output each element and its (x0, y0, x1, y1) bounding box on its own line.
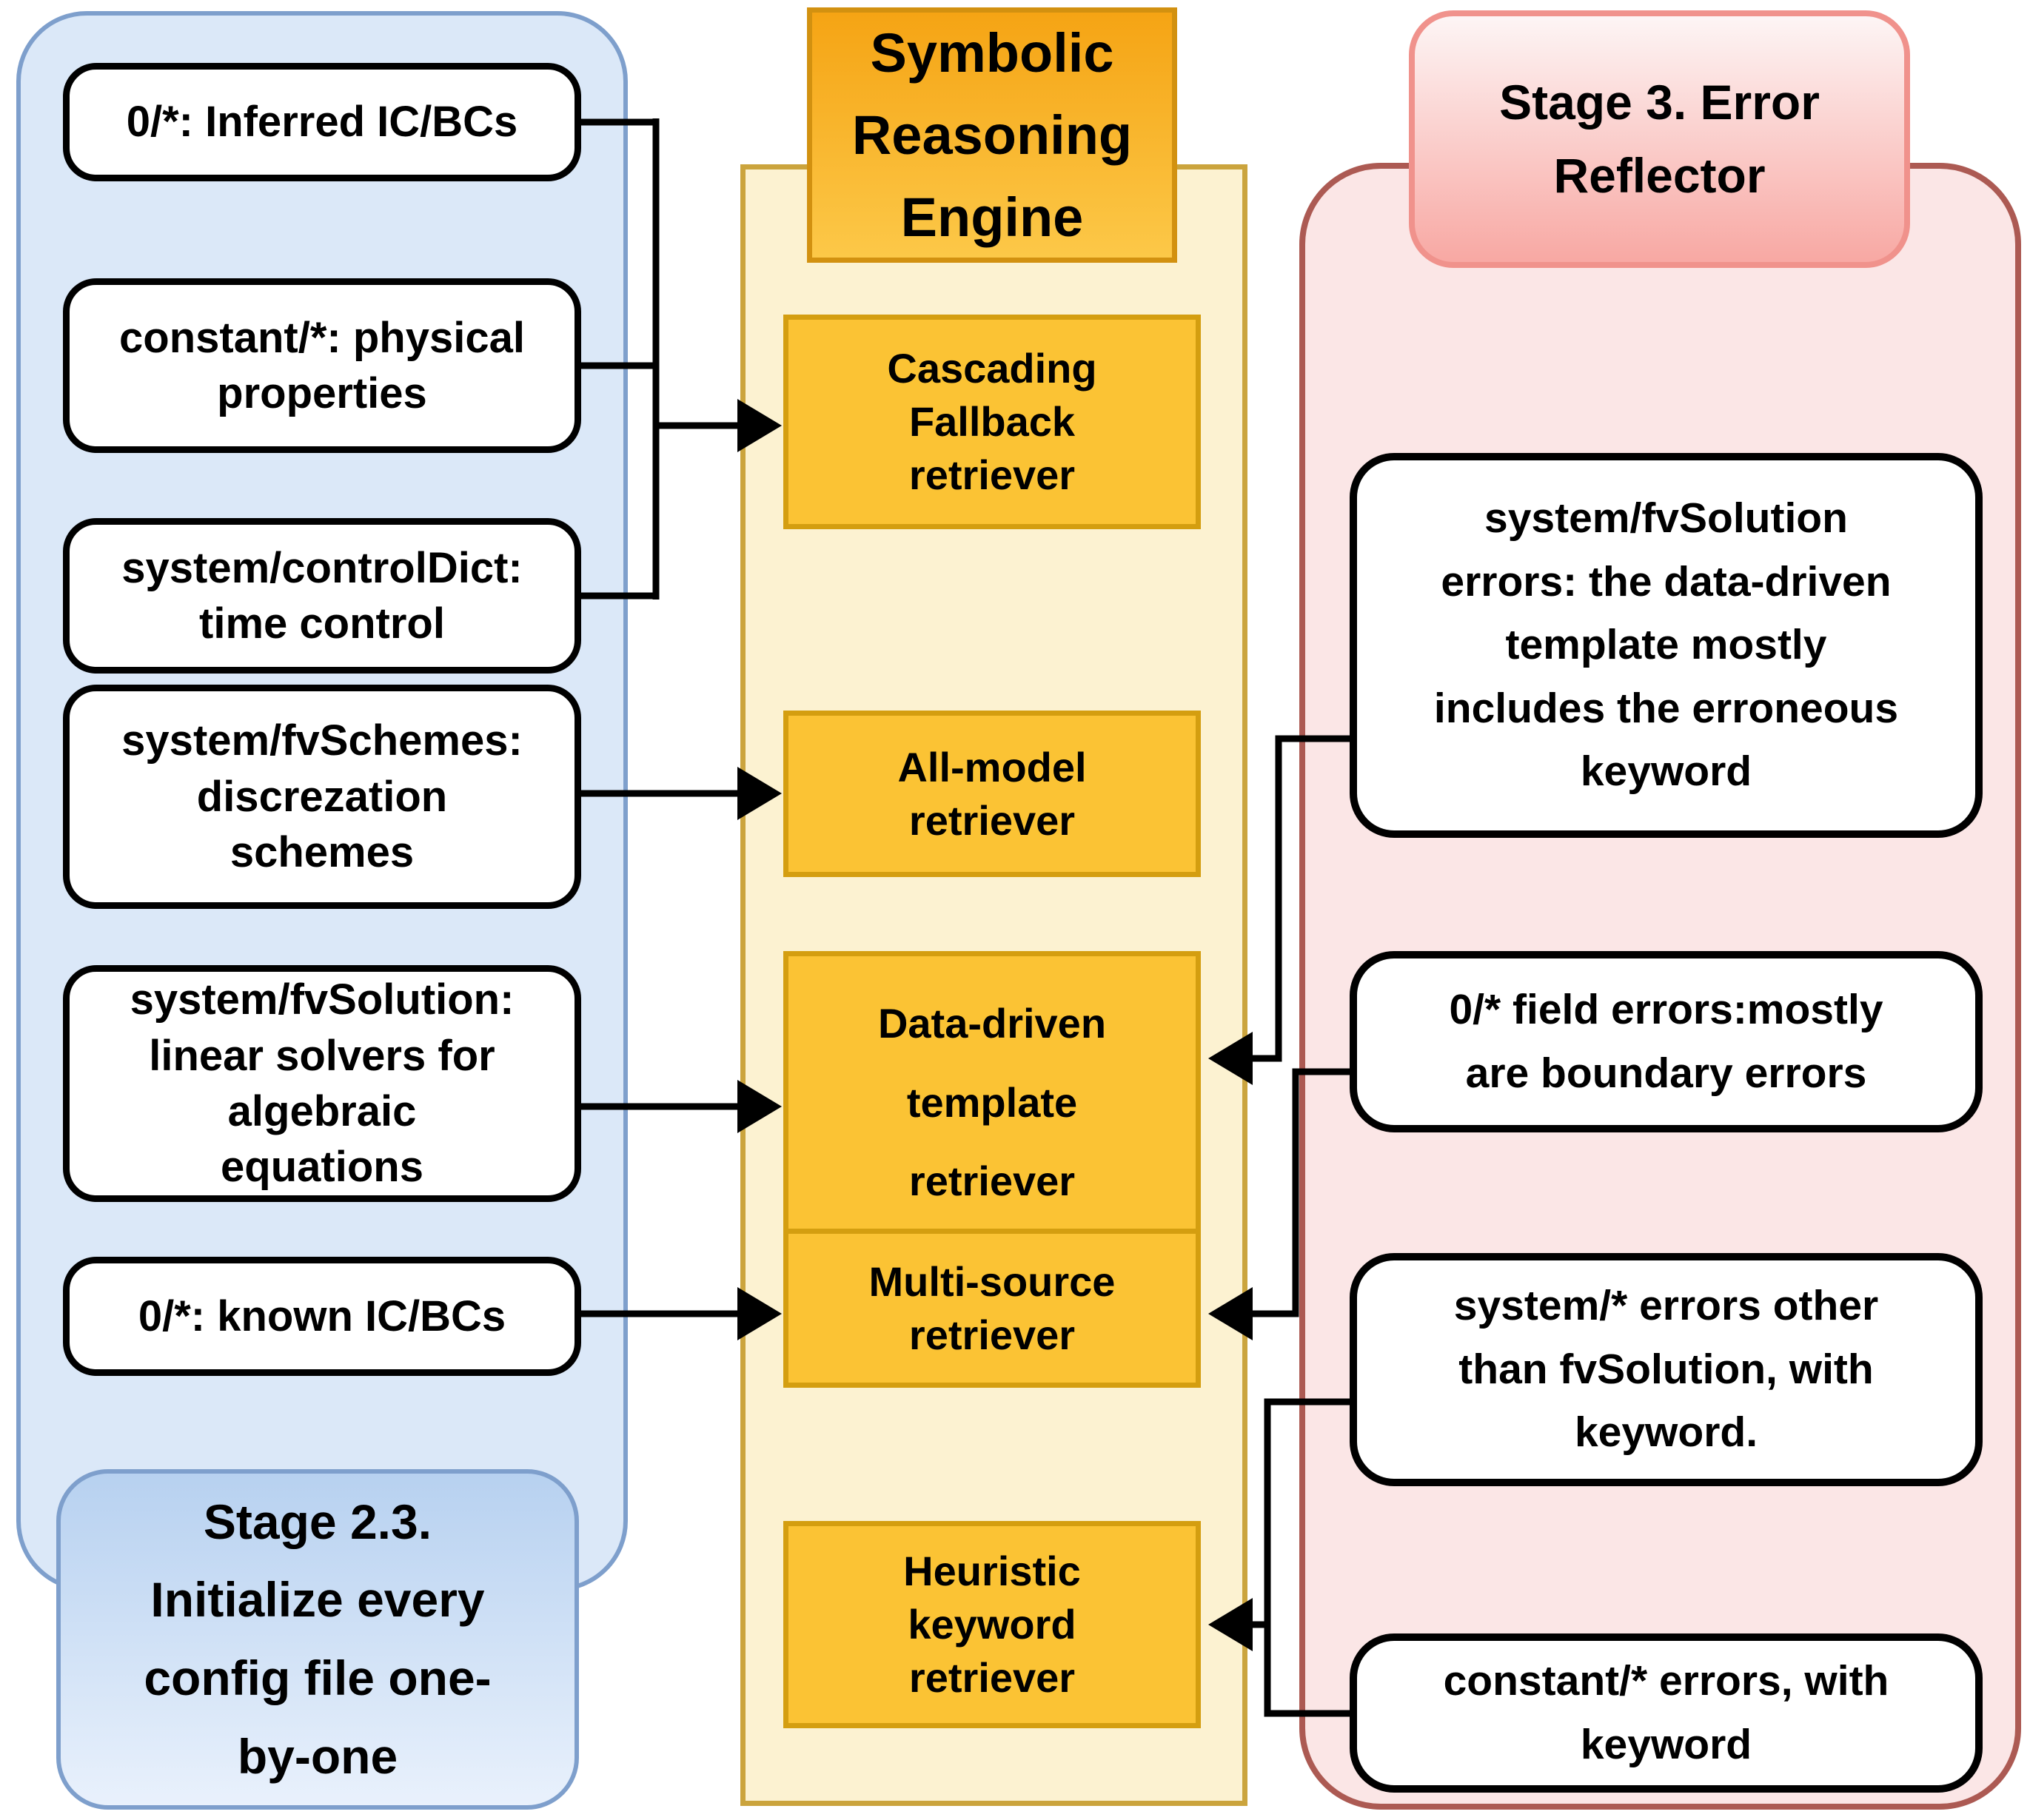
config-box-inferred-icbcs: 0/*: Inferred IC/BCs (63, 63, 581, 181)
config-box-fvsolution: system/fvSolution: linear solvers for al… (63, 965, 581, 1202)
retriever-cascading-fallback: Cascading Fallback retriever (783, 315, 1201, 529)
engine-title: Symbolic Reasoning Engine (807, 7, 1177, 263)
arrowhead-to-multisource-right-icon (1208, 1287, 1253, 1340)
config-box-controldict: system/controlDict: time control (63, 518, 581, 674)
connector-field-errors-to-multisource (1253, 1068, 1350, 1317)
arrowhead-to-datadriven-right-icon (1208, 1032, 1253, 1085)
config-box-fvschemes: system/fvSchemes: discrezation schemes (63, 685, 581, 909)
error-box-constant-errors: constant/* errors, with keyword (1350, 1633, 1983, 1793)
stage-2-3-label: Stage 2.3. Initialize every config file … (56, 1469, 579, 1810)
connector-fvsolution-errors-to-datadriven (1253, 735, 1350, 1062)
arrowhead-to-datadriven-left-icon (737, 1080, 782, 1133)
arrowhead-to-cascading-icon (737, 399, 782, 452)
config-box-constant-properties: constant/*: physical properties (63, 278, 581, 453)
connector-right-bus (1264, 1398, 1350, 1717)
arrowhead-to-multisource-left-icon (737, 1287, 782, 1340)
error-box-system-errors: system/* errors other than fvSolution, w… (1350, 1253, 1983, 1486)
error-box-field-errors: 0/* field errors:mostly are boundary err… (1350, 951, 1983, 1132)
reflector-title: Stage 3. Error Reflector (1409, 10, 1910, 268)
arrowhead-to-allmodel-icon (737, 767, 782, 820)
config-box-known-icbcs: 0/*: known IC/BCs (63, 1257, 581, 1376)
retriever-heuristic-keyword: Heuristic keyword retriever (783, 1521, 1201, 1728)
retriever-data-driven-template: Data-driven template retriever (783, 951, 1201, 1255)
retriever-multi-source: Multi-source retriever (783, 1229, 1201, 1388)
retriever-all-model: All-model retriever (783, 711, 1201, 877)
error-box-fvsolution-errors: system/fvSolution errors: the data-drive… (1350, 453, 1983, 838)
arrowhead-to-heuristic-icon (1208, 1598, 1253, 1651)
